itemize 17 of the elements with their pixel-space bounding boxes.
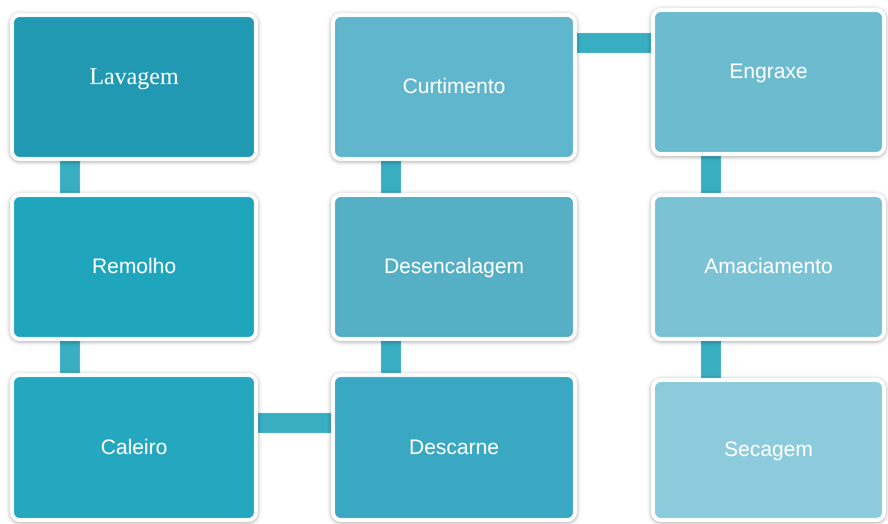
step-label: Caleiro	[100, 436, 168, 460]
connector	[577, 33, 651, 53]
step-label: Desencalagem	[384, 255, 524, 279]
connector	[60, 161, 80, 193]
step-label: Descarne	[409, 436, 499, 460]
connector	[381, 341, 401, 373]
step-label: Engraxe	[729, 60, 808, 84]
connector	[381, 161, 401, 193]
connector	[258, 413, 331, 433]
step-label: Secagem	[724, 438, 813, 462]
connector	[701, 341, 721, 378]
step-label: Curtimento	[402, 75, 506, 99]
connector	[60, 341, 80, 373]
step-label: Lavagem	[89, 64, 179, 90]
connector	[701, 156, 721, 193]
step-label: Remolho	[92, 255, 176, 279]
step-label: Amaciamento	[704, 255, 833, 279]
